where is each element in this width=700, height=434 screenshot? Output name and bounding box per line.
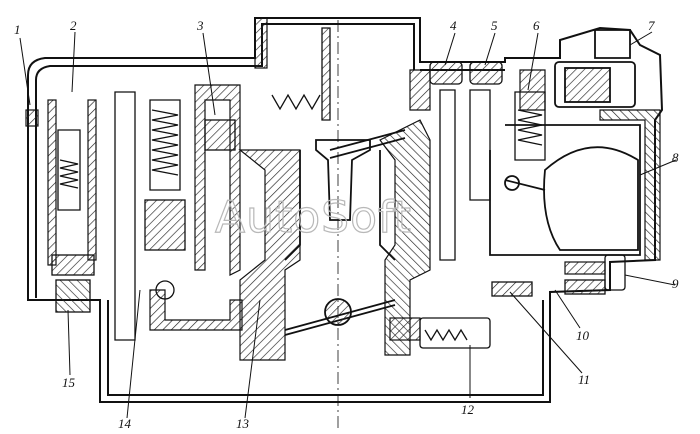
- leader-lines: [19, 31, 677, 419]
- callout-1: 1: [14, 22, 21, 37]
- mixing-chamber: [284, 20, 406, 430]
- callout-6: 6: [533, 18, 540, 33]
- callout-2: 2: [70, 18, 77, 33]
- callout-13: 13: [236, 416, 250, 431]
- callout-3: 3: [196, 18, 204, 33]
- callout-12: 12: [461, 402, 475, 417]
- callout-7: 7: [648, 18, 655, 33]
- hatched-walls: [25, 17, 661, 361]
- callout-labels: 1 2 3 4 5 6 7 8 9 10 11 12 13 14 15: [14, 18, 679, 431]
- callout-15: 15: [62, 375, 76, 390]
- callout-5: 5: [491, 18, 498, 33]
- callout-9: 9: [672, 276, 679, 291]
- callout-14: 14: [118, 416, 132, 431]
- callout-4: 4: [450, 18, 457, 33]
- callout-8: 8: [672, 150, 679, 165]
- float-chamber: [489, 29, 641, 256]
- watermark-text: AutoSoft: [215, 192, 412, 243]
- callout-10: 10: [576, 328, 590, 343]
- callout-11: 11: [578, 372, 590, 387]
